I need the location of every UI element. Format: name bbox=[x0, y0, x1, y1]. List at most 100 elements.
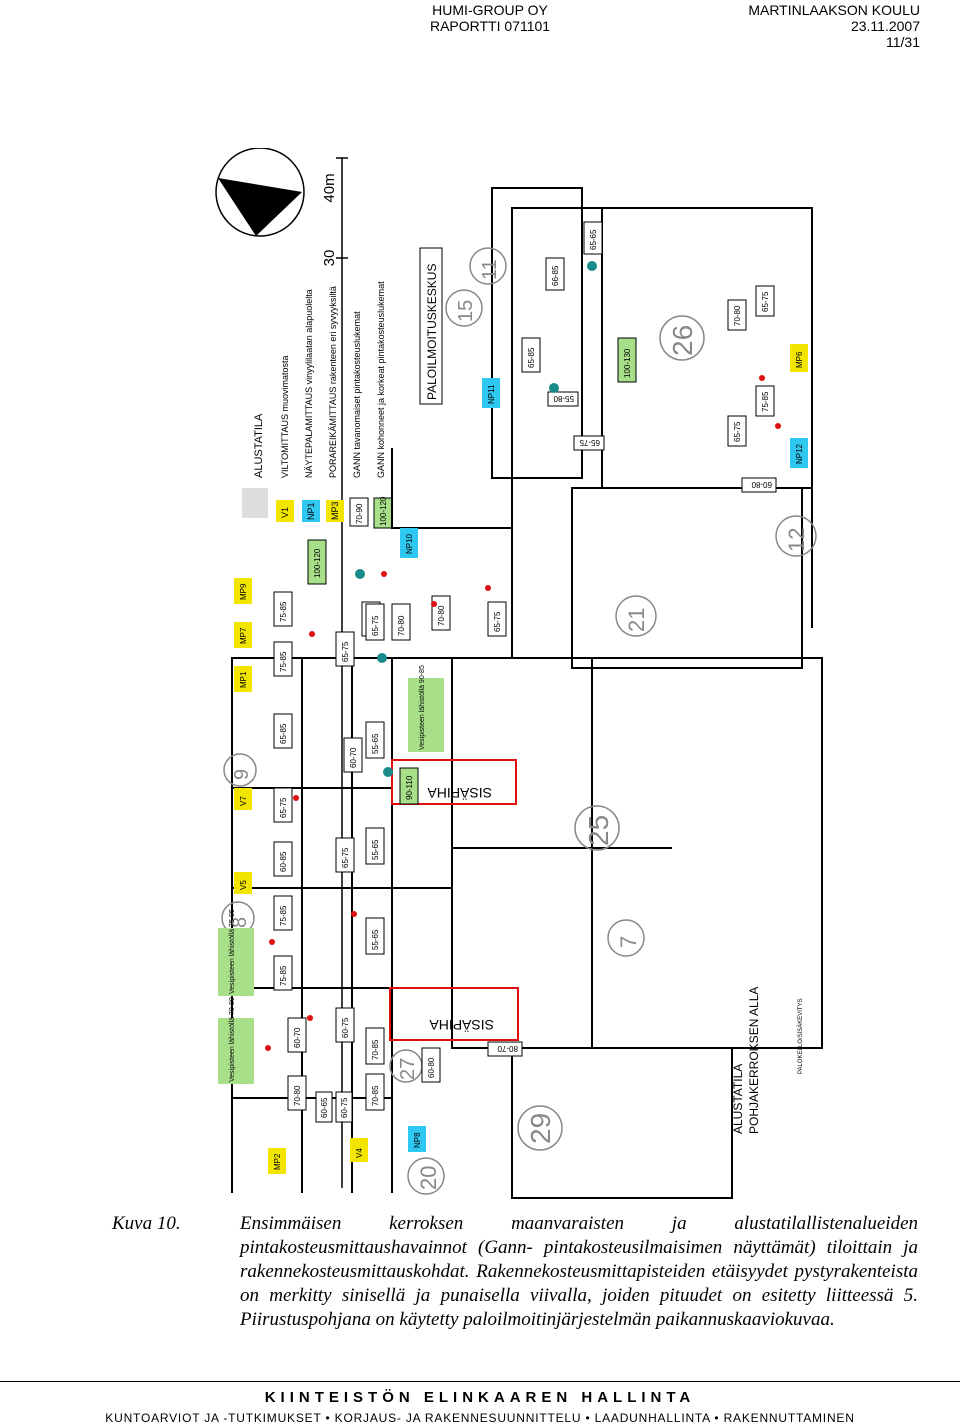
company-name: HUMI-GROUP OY bbox=[432, 2, 548, 18]
reading: 90-110 bbox=[405, 775, 414, 800]
legend-marker-7090: 70-90 bbox=[355, 503, 364, 524]
legend-item-2: NÄYTEPALAMITTAUS vinyylilaatan alapuolel… bbox=[304, 289, 314, 478]
room-26: 26 bbox=[667, 325, 698, 356]
reading: 65-65 bbox=[589, 229, 598, 250]
reading: 55-80 bbox=[553, 394, 574, 403]
room-29: 29 bbox=[525, 1113, 556, 1144]
marker-v4: V4 bbox=[350, 1138, 368, 1162]
report-number: RAPORTTI 071101 bbox=[429, 18, 551, 34]
reading: 70-80 bbox=[397, 615, 406, 636]
scale-label-40: 40m bbox=[321, 173, 338, 202]
courtyard-1-label: SISÄPIHA bbox=[427, 785, 492, 801]
reading: 65-75 bbox=[493, 611, 502, 632]
room-20: 20 bbox=[416, 1166, 441, 1190]
room-21: 21 bbox=[624, 608, 649, 632]
reading: 70-80 bbox=[437, 605, 446, 626]
room-25: 25 bbox=[583, 815, 614, 846]
legend-marker-mp3: MP3 bbox=[330, 501, 340, 520]
legend-marker-100120: 100-120 bbox=[379, 496, 388, 526]
reading: 100-120 bbox=[313, 548, 322, 578]
reading: 60-85 bbox=[279, 851, 288, 872]
floor-plan: 40m 30 ALUSTATILA VILTOMITTAUS muovimato… bbox=[212, 148, 832, 1200]
marker-mp1: MP1 bbox=[234, 666, 252, 692]
reading: 75-85 bbox=[279, 965, 288, 986]
marker-mp2: MP2 bbox=[268, 1148, 286, 1174]
marker-v5-label: V5 bbox=[239, 880, 248, 890]
marker-mp1-label: MP1 bbox=[239, 671, 248, 688]
marker-np11-label: NP11 bbox=[487, 384, 496, 404]
marker-mp7: MP7 bbox=[234, 622, 252, 648]
room-9: 9 bbox=[231, 769, 253, 780]
reading: 60-80 bbox=[751, 480, 772, 489]
page-number: 11/31 bbox=[886, 34, 920, 50]
water-point-3-label: Vesipisteen lähistöllä 90-85 bbox=[419, 665, 426, 750]
scale-label-30: 30 bbox=[321, 250, 338, 267]
reading: 65-75 bbox=[761, 291, 770, 312]
marker-np11: NP11 bbox=[482, 378, 500, 408]
report-header-right: MARTINLAAKSON KOULU 23.11.2007 11/31 bbox=[748, 2, 920, 50]
reading: 60-80 bbox=[427, 1057, 436, 1078]
footer-title: KIINTEISTÖN ELINKAAREN HALLINTA bbox=[264, 1389, 696, 1406]
marker-mp2-label: MP2 bbox=[273, 1153, 282, 1170]
report-date: 23.11.2007 bbox=[850, 18, 920, 34]
legend-item-5: GANN kohonneet ja korkeat pintakosteuslu… bbox=[376, 281, 386, 478]
reading: 65-75 bbox=[371, 615, 380, 636]
water-point-1-label: Vesipisteen lähistöllä 70-80 bbox=[229, 997, 236, 1082]
reading: 60-70 bbox=[349, 747, 358, 768]
reading: 65-75 bbox=[579, 438, 600, 447]
reading: 65-75 bbox=[279, 797, 288, 818]
reading: 75-85 bbox=[279, 601, 288, 622]
measurement-points bbox=[265, 375, 781, 1051]
reading: 60-70 bbox=[293, 1027, 302, 1048]
room-numbers bbox=[221, 247, 817, 1195]
footer-divider bbox=[0, 1381, 960, 1382]
legend-item-1: VILTOMITTAUS muovimatosta bbox=[280, 355, 290, 478]
reading: 80-70 bbox=[497, 1044, 518, 1053]
water-point-3: Vesipisteen lähistöllä 90-85 bbox=[408, 665, 444, 752]
marker-np12-label: NP12 bbox=[795, 443, 804, 464]
reading: 65-85 bbox=[279, 723, 288, 744]
bottom-label-pohjakerros: POHJAKERROKSEN ALLA bbox=[747, 987, 761, 1134]
marker-mp6-label: MP6 bbox=[795, 351, 804, 368]
reading: 65-75 bbox=[341, 847, 350, 868]
legend-item-3: PORAREIKÄMITTAUS rakenteen eri syvyyksil… bbox=[328, 286, 338, 478]
room-11: 11 bbox=[479, 259, 501, 280]
report-header-left: HUMI-GROUP OY RAPORTTI 071101 bbox=[428, 2, 552, 34]
reading: 75-85 bbox=[761, 391, 770, 412]
readings-col1: 70-80 60-70 75-85 75-85 60-85 65-75 65-8… bbox=[273, 591, 307, 1111]
readings-misc: 60-80 80-70 70-80 65-75 65-75 75-85 65-8… bbox=[421, 221, 777, 1083]
marker-np8: NP8 bbox=[408, 1126, 426, 1152]
marker-v4-label: V4 bbox=[355, 1148, 364, 1158]
floor-plan-drawing: 40m 30 ALUSTATILA VILTOMITTAUS muovimato… bbox=[215, 148, 823, 1199]
marker-v7: V7 bbox=[234, 788, 252, 810]
marker-np8-label: NP8 bbox=[413, 1132, 422, 1148]
reading: 60-75 bbox=[340, 1097, 349, 1118]
plan-legend: ALUSTATILA VILTOMITTAUS muovimatosta NÄY… bbox=[242, 247, 443, 529]
reading: 66-85 bbox=[551, 265, 560, 286]
reading: 60-75 bbox=[341, 1017, 350, 1038]
room-27: 27 bbox=[397, 1058, 419, 1080]
courtyard-2-label: SISÄPIHA bbox=[429, 1017, 494, 1033]
project-name: MARTINLAAKSON KOULU bbox=[748, 2, 920, 18]
legend-title: ALUSTATILA bbox=[253, 413, 265, 478]
readings-col3: 70-85 70-85 55-65 55-65 55-65 65-75 70-8… bbox=[365, 603, 419, 1111]
water-point-1: Vesipisteen lähistöllä 70-80 bbox=[218, 997, 254, 1084]
water-point-2: Vesipisteen lähistöllä 75-95 bbox=[218, 909, 254, 996]
room-8: 8 bbox=[229, 917, 251, 928]
marker-mp9: MP9 bbox=[234, 578, 252, 604]
marker-mp9-label: MP9 bbox=[239, 583, 248, 600]
courtyard-2: SISÄPIHA bbox=[389, 987, 519, 1041]
reading: 55-65 bbox=[371, 929, 380, 950]
marker-mp7-label: MP7 bbox=[239, 627, 248, 644]
reading: 60-65 bbox=[320, 1097, 329, 1118]
marker-v7-label: V7 bbox=[239, 796, 248, 806]
reading: 70-80 bbox=[293, 1085, 302, 1106]
figure-caption-text: Ensimmäisen kerroksen maanvaraisten ja a… bbox=[240, 1213, 918, 1330]
room-7: 7 bbox=[616, 936, 641, 948]
paloilmoituskeskus-label: PALOILMOITUSKESKUS bbox=[425, 264, 439, 400]
bottom-label-alustatila: ALUSTATILA bbox=[731, 1064, 745, 1134]
reading: 75-85 bbox=[279, 651, 288, 672]
room-12: 12 bbox=[784, 528, 809, 552]
footer-subtitle: KUNTOARVIOT JA -TUTKIMUKSET • KORJAUS- J… bbox=[105, 1411, 855, 1425]
marker-np12: NP12 bbox=[790, 438, 808, 468]
